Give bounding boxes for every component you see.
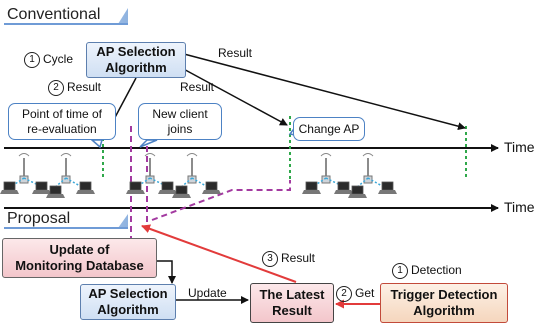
callout-tail-reeval	[90, 139, 103, 149]
network-device-clusters	[0, 153, 397, 198]
step-label: Get	[355, 286, 375, 301]
laptop-icon	[32, 181, 51, 194]
step-number: 1	[24, 52, 40, 68]
laptop-icon	[202, 181, 221, 194]
callout-change-ap: Change AP	[293, 117, 365, 141]
wireless-link	[23, 177, 41, 187]
section-label-proposal: Proposal	[7, 210, 71, 227]
network-cluster	[302, 153, 397, 198]
laptop-icon	[76, 181, 95, 194]
laptop-icon	[158, 181, 177, 194]
conventional-tab-shape	[4, 8, 128, 25]
callout-tail-newclient	[139, 139, 158, 148]
step-number: 2	[336, 286, 352, 302]
network-cluster	[126, 153, 221, 198]
result-arrow-2	[177, 65, 288, 126]
result-arrow-3	[183, 53, 466, 131]
step-label: Result	[281, 251, 316, 266]
db-update-arrow	[157, 260, 176, 284]
wireless-link	[191, 177, 207, 187]
step-label: Cycle	[43, 52, 74, 67]
result-label-b: Result	[218, 46, 253, 60]
callout-reevaluation: Point of time of re-evaluation	[8, 103, 116, 140]
trigger-detection-box: Trigger Detection Algorithm	[380, 283, 508, 323]
ap-selection-box-conventional: AP Selection Algorithm	[86, 42, 186, 78]
update-database-box: Update of Monitoring Database	[2, 238, 157, 278]
result-label-a: Result	[180, 80, 215, 94]
time-label-top: Time	[504, 139, 535, 155]
callout-new-client: New client joins	[138, 103, 222, 140]
wireless-link	[325, 177, 343, 187]
change-ap-path	[151, 180, 291, 221]
step-number: 2	[48, 80, 64, 96]
laptop-icon	[302, 181, 321, 194]
laptop-icon	[334, 181, 353, 194]
wireless-link	[367, 177, 383, 187]
step-number: 1	[392, 263, 408, 279]
section-label-conventional: Conventional	[7, 6, 101, 23]
wireless-link	[65, 177, 81, 187]
step-label: Detection	[411, 263, 462, 278]
proposal-tab-shape	[4, 214, 128, 229]
step-number: 3	[262, 251, 278, 267]
laptop-icon	[46, 185, 65, 198]
latest-result-box: The Latest Result	[250, 283, 334, 323]
laptop-icon	[378, 181, 397, 194]
laptop-icon	[348, 185, 367, 198]
time-label-bottom: Time	[504, 199, 535, 215]
step-label: Result	[67, 80, 102, 95]
update-label: Update	[188, 286, 227, 300]
laptop-icon	[126, 181, 145, 194]
wireless-link	[149, 177, 167, 187]
laptop-icon	[172, 185, 191, 198]
laptop-icon	[0, 181, 19, 194]
latest-result-arrow	[141, 224, 297, 283]
ap-selection-box-proposal: AP Selection Algorithm	[80, 284, 176, 320]
network-cluster	[0, 153, 95, 198]
